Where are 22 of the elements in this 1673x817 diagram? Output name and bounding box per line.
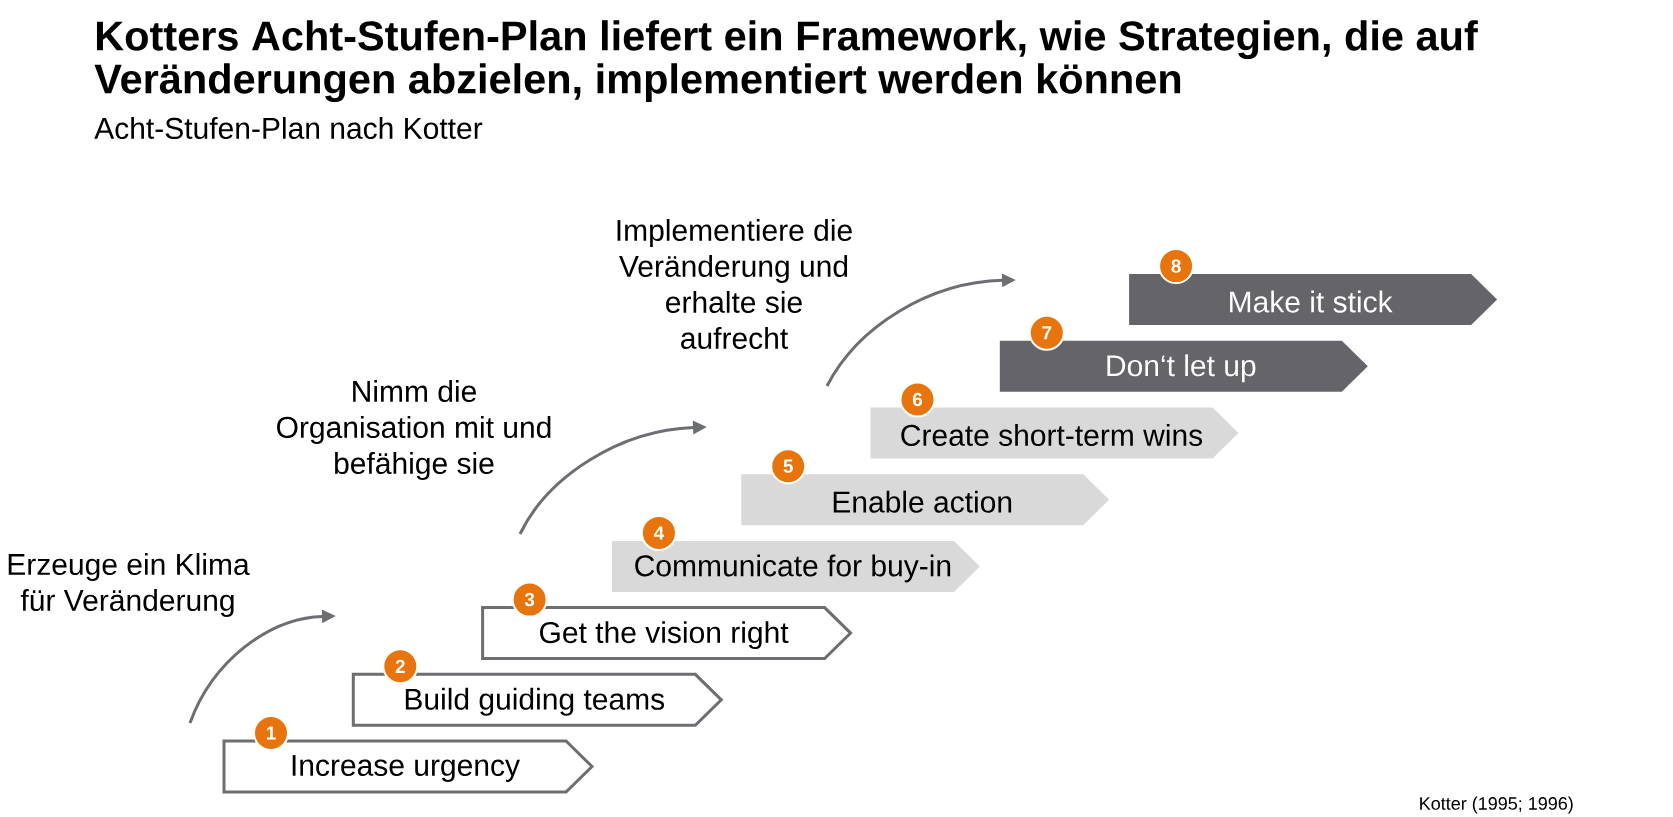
step-banner: Create short-term wins (870, 407, 1239, 459)
step-banner: Get the vision right (481, 606, 853, 661)
step-banner: Communicate for buy-in (611, 540, 980, 592)
number-badge: 8 (1158, 248, 1195, 285)
step-banner: Increase urgency (222, 739, 595, 794)
title: Kotters Acht-Stufen-Plan liefert ein Framework, wie Strategien, die auf Veränderungen abzielen, implementiert werden können (94, 20, 1478, 103)
step-banner: Don‘t let up (999, 340, 1368, 392)
step-banner: Enable action (741, 474, 1110, 526)
source-note: Kotter (1995; 1996) (1420, 796, 1573, 814)
subtitle: Acht-Stufen-Plan nach Kotter (94, 117, 483, 139)
number-badge: 2 (382, 648, 419, 685)
number-badge: 6 (899, 381, 936, 418)
number-badge: 4 (640, 514, 677, 551)
number-badge: 5 (770, 448, 807, 485)
step-banner: Make it stick (1129, 274, 1498, 326)
phase-label: Erzeuge ein Klima für Veränderung (8, 553, 250, 617)
phase-label: Implementiere die Veränderung und erhalte sie aufrecht (617, 219, 852, 349)
step-banner: Build guiding teams (351, 672, 724, 727)
number-badge: 7 (1028, 314, 1065, 351)
number-badge: 1 (253, 715, 289, 751)
number-badge: 3 (511, 581, 548, 618)
phase-label: Nimm die Organisation mit und befähige sie (277, 380, 551, 480)
